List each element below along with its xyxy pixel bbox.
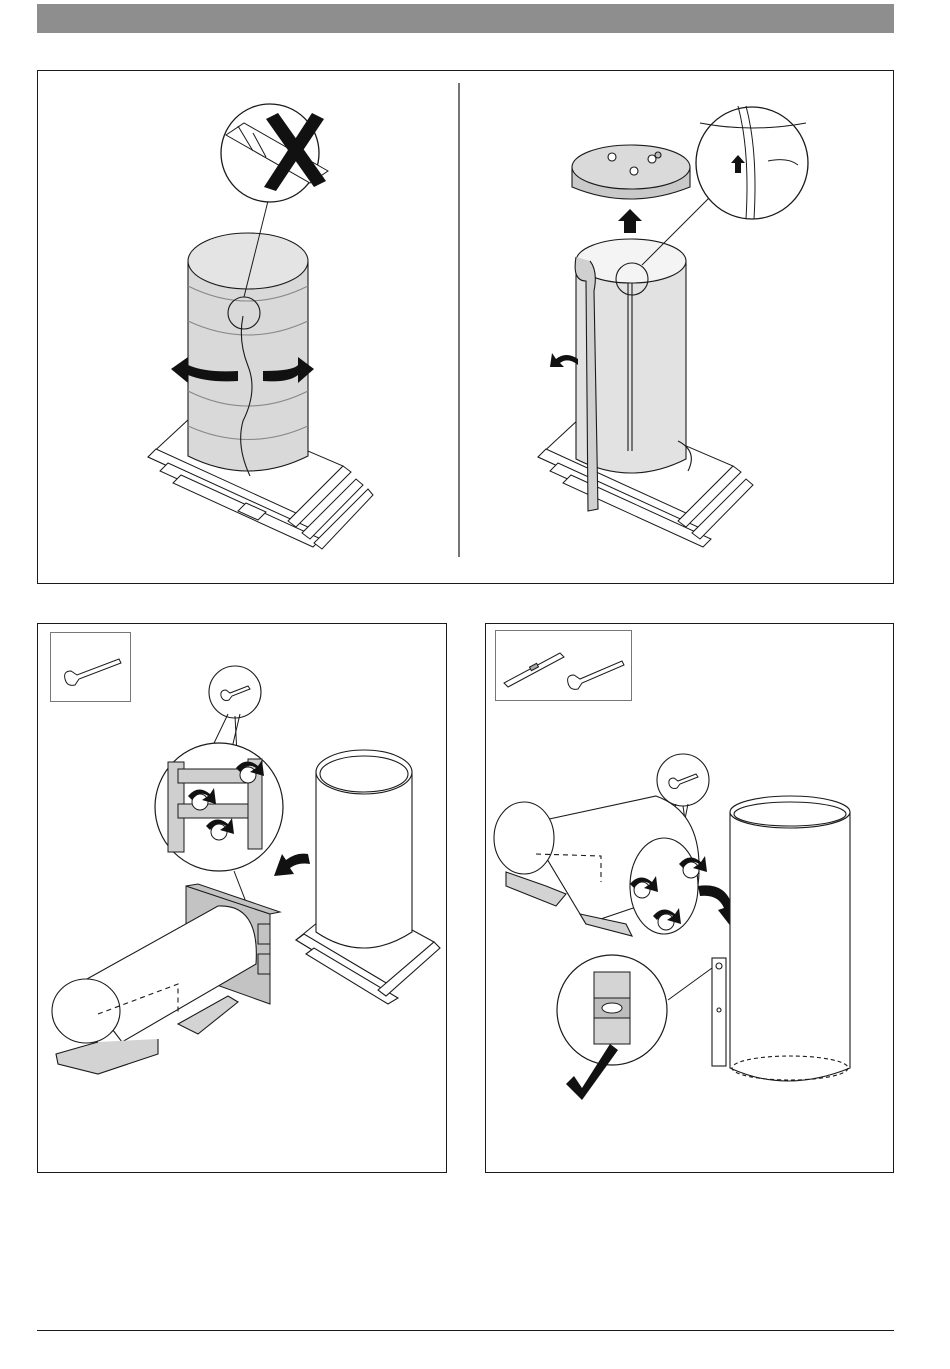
- curved-arrow-icon: [274, 854, 310, 876]
- figure-remove-pallet: [38, 624, 448, 1174]
- wrench-callout: [209, 666, 261, 718]
- zipper-detail-icon: [696, 107, 808, 219]
- bolt-rotate-icon: [188, 760, 264, 840]
- figure-panel-top: [37, 70, 894, 584]
- wrench-icon: [51, 633, 132, 703]
- bolt-callout: [155, 743, 283, 871]
- wrapped-tank: [188, 233, 308, 476]
- figure-panel-bottom-left: [37, 623, 447, 1173]
- tank-icon: [296, 750, 440, 1004]
- header-bar: [37, 4, 894, 33]
- tank-lying: [52, 906, 256, 1074]
- tool-box: [495, 630, 632, 701]
- peel-arrow-icon: [550, 353, 578, 367]
- wrench-icon: [568, 661, 624, 689]
- tool-box: [50, 632, 131, 702]
- figure-panel-bottom-right: [485, 623, 894, 1173]
- curved-arrow-icon: [698, 885, 738, 928]
- level-check-icon: [557, 955, 667, 1065]
- tank-icon: [712, 796, 850, 1081]
- figure-unpacking: [38, 71, 895, 585]
- footer-rule: [37, 1330, 894, 1331]
- bolt-rotate-icon: [630, 856, 707, 930]
- up-arrow-icon: [618, 209, 642, 233]
- wrench-callout: [657, 754, 709, 806]
- check-mark-icon: [566, 1044, 618, 1100]
- lid-icon: [572, 145, 690, 199]
- spirit-level-icon: [504, 653, 564, 687]
- figure-install-tank: [486, 624, 895, 1174]
